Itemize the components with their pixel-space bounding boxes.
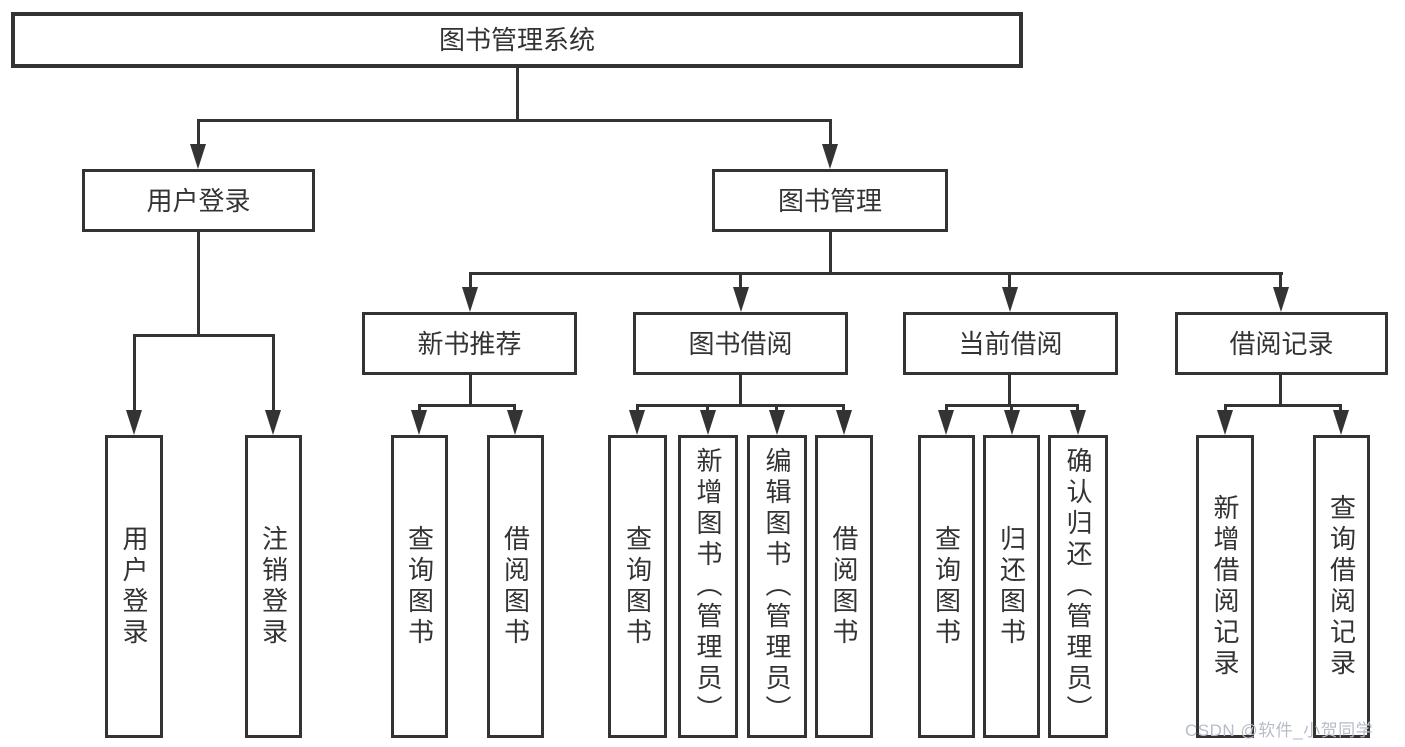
leaf-query-books-borrowing: 查询图书 [608, 435, 667, 738]
leaf-borrow-books: 借阅图书 [815, 435, 873, 738]
arrow-down-icon [462, 287, 478, 312]
connector-line [1279, 375, 1282, 406]
arrow-down-icon [700, 410, 716, 435]
connector-line [418, 404, 421, 414]
arrow-down-icon [836, 410, 852, 435]
connector-line [739, 272, 742, 290]
node-label: 借阅图书 [500, 524, 531, 649]
arrow-down-icon [411, 410, 427, 435]
leaf-add-books-admin: 新增图书（管理员） [678, 435, 738, 738]
arrow-down-icon [1070, 410, 1086, 435]
node-label: 查询借阅记录 [1326, 493, 1357, 680]
connector-line [133, 334, 136, 414]
node-label: 图书管理系统 [438, 25, 595, 55]
leaf-add-borrow-record: 新增借阅记录 [1196, 435, 1254, 738]
node-borrowing-records: 借阅记录 [1175, 312, 1388, 375]
connector-line [469, 375, 472, 406]
arrow-down-icon [1333, 410, 1349, 435]
node-label: 用户登录 [146, 185, 251, 216]
arrow-down-icon [822, 144, 838, 169]
connector-line [636, 404, 639, 414]
node-label: 确认归还（管理员） [1063, 447, 1093, 726]
connector-line [1008, 375, 1011, 406]
connector-line [1008, 272, 1011, 290]
arrow-down-icon [507, 410, 523, 435]
arrow-down-icon [629, 410, 645, 435]
connector-line [739, 375, 742, 406]
connector-line [945, 404, 948, 414]
node-book-management: 图书管理 [712, 169, 948, 232]
leaf-borrow-books-recommend: 借阅图书 [487, 435, 544, 738]
connector-line [197, 119, 200, 147]
arrow-down-icon [1273, 287, 1289, 312]
arrow-down-icon [1004, 410, 1020, 435]
arrow-down-icon [938, 410, 954, 435]
connector-line [1010, 404, 1013, 414]
node-label: 查询图书 [622, 524, 653, 649]
node-current-borrowing: 当前借阅 [903, 312, 1118, 375]
connector-line [418, 404, 516, 407]
leaf-logout: 注销登录 [245, 435, 302, 738]
node-label: 图书借阅 [688, 328, 793, 359]
arrow-down-icon [1217, 410, 1233, 435]
node-user-login: 用户登录 [82, 169, 315, 232]
arrow-down-icon [126, 410, 142, 435]
leaf-query-books-current: 查询图书 [918, 435, 975, 738]
leaf-return-books: 归还图书 [983, 435, 1040, 738]
node-label: 借阅记录 [1229, 328, 1334, 359]
leaf-user-login: 用户登录 [105, 435, 163, 738]
node-label: 编辑图书（管理员） [762, 447, 792, 726]
node-label: 注销登录 [258, 524, 289, 649]
connector-line [829, 232, 832, 274]
connector-line [1224, 404, 1227, 414]
connector-line [1279, 272, 1282, 290]
node-root: 图书管理系统 [11, 12, 1023, 68]
connector-line [469, 272, 472, 290]
connector-line [706, 404, 709, 414]
arrow-down-icon [190, 144, 206, 169]
leaf-query-borrow-record: 查询借阅记录 [1313, 435, 1370, 738]
connector-line [1224, 404, 1342, 407]
connector-line [636, 404, 845, 407]
arrow-down-icon [769, 410, 785, 435]
node-new-book-recommendation: 新书推荐 [362, 312, 577, 375]
node-label: 当前借阅 [958, 328, 1063, 359]
node-label: 新书推荐 [417, 328, 522, 359]
watermark: CSDN @软件_小贺同学 [1185, 721, 1374, 740]
node-label: 新增借阅记录 [1210, 493, 1240, 680]
node-label: 借阅图书 [829, 524, 859, 649]
arrow-down-icon [733, 287, 749, 312]
connector-line [775, 404, 778, 414]
connector-line [829, 119, 832, 147]
leaf-edit-books-admin: 编辑图书（管理员） [747, 435, 807, 738]
connector-line [1339, 404, 1342, 414]
connector-line [272, 334, 275, 414]
connector-line [197, 232, 200, 335]
node-label: 新增图书（管理员） [693, 447, 723, 726]
connector-line [469, 272, 1283, 275]
node-label: 查询图书 [931, 524, 962, 649]
arrow-down-icon [265, 410, 281, 435]
connector-line [133, 334, 275, 337]
arrow-down-icon [1002, 287, 1018, 312]
leaf-query-books-recommend: 查询图书 [391, 435, 448, 738]
node-label: 归还图书 [996, 524, 1027, 649]
connector-line [1076, 404, 1079, 414]
node-label: 查询图书 [404, 524, 435, 649]
connector-line [516, 68, 519, 120]
node-label: 用户登录 [119, 524, 149, 649]
node-book-borrowing: 图书借阅 [633, 312, 848, 375]
leaf-confirm-return-admin: 确认归还（管理员） [1048, 435, 1108, 738]
connector-line [513, 404, 516, 414]
node-label: 图书管理 [777, 185, 882, 216]
connector-line [842, 404, 845, 414]
connector-line [197, 119, 831, 122]
